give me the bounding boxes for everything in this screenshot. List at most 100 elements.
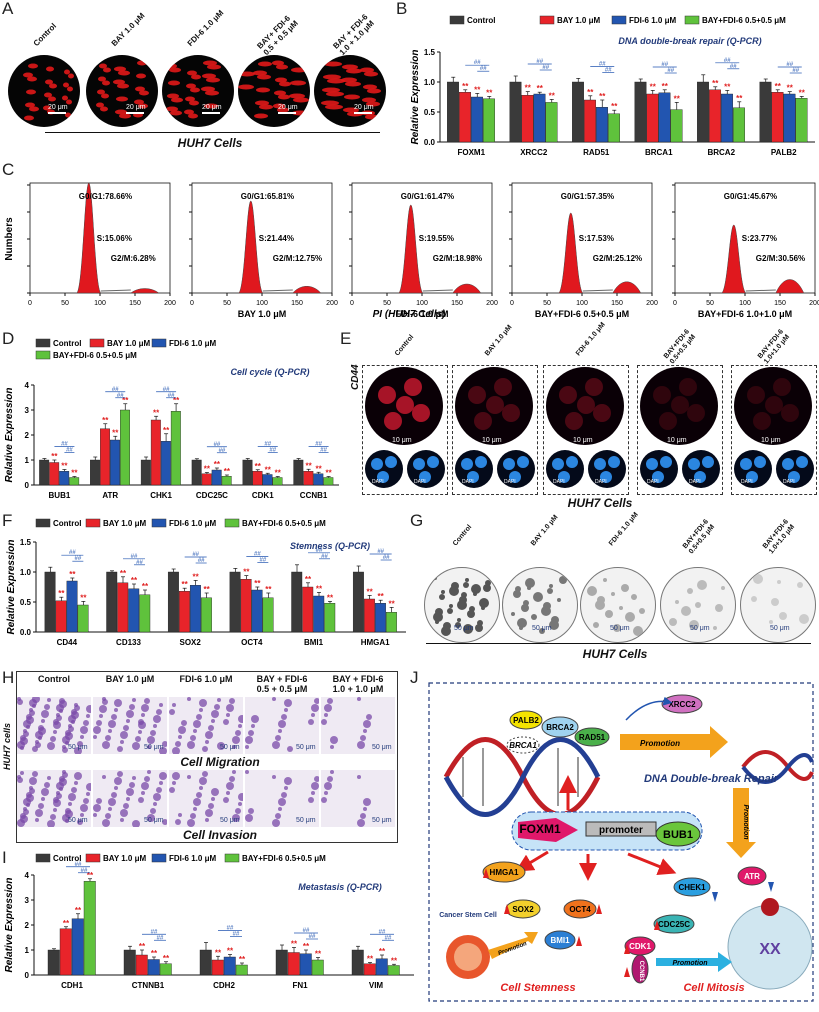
if-frame (452, 365, 538, 495)
cell (363, 720, 371, 728)
y-tick-label: 0.0 (424, 138, 436, 147)
cell (29, 788, 35, 794)
nucleus (367, 88, 381, 94)
colony (713, 626, 717, 630)
scale-bar-label: 50 μm (220, 744, 240, 751)
nucleus (461, 458, 473, 470)
colony (779, 612, 787, 620)
bracket-mark: ## (667, 68, 674, 74)
colony (715, 604, 723, 612)
legend-swatch (35, 853, 51, 863)
scale-bar-label: 50 μm (68, 744, 88, 751)
cell (114, 777, 122, 785)
legend-label: Control (53, 339, 81, 348)
nucleus (362, 97, 376, 103)
cell (141, 713, 145, 717)
scale-bar (48, 112, 66, 114)
cell (65, 819, 69, 823)
bar (324, 602, 336, 633)
significance-star: ** (587, 88, 594, 97)
invasion-image (17, 770, 94, 828)
cell (486, 396, 504, 414)
bar (795, 97, 808, 143)
colony (483, 584, 491, 592)
cell (281, 714, 287, 720)
g0g1-label: G0/G1:45.67% (724, 192, 777, 201)
cell (102, 819, 110, 827)
cell (159, 703, 163, 707)
nucleus (139, 90, 149, 96)
g0g1-label: G0/G1:61.47% (401, 192, 454, 201)
cell (235, 808, 241, 814)
x-tick-label: CHK1 (150, 491, 172, 500)
nucleus (171, 97, 183, 103)
cell (308, 797, 314, 803)
bar (262, 474, 273, 486)
bracket-mark: ## (163, 387, 170, 393)
cell (132, 742, 140, 750)
bar (191, 459, 202, 486)
bracket-mark: ## (792, 68, 799, 74)
cell (156, 787, 162, 793)
chart-title: DNA double-break repair (Q-PCR) (618, 36, 761, 46)
bracket-mark: ## (320, 448, 327, 454)
bar (299, 953, 312, 976)
bar (771, 91, 784, 143)
significance-star: ** (51, 452, 58, 461)
nucleus (322, 87, 340, 93)
significance-star: ** (462, 82, 469, 91)
significance-star: ** (275, 469, 282, 478)
colony-dish (660, 567, 736, 643)
significance-star: ** (71, 469, 78, 478)
cell (284, 786, 288, 790)
bracket-mark: ## (379, 929, 386, 935)
nucleus (256, 87, 270, 93)
promotion-arrow-csc (488, 932, 538, 959)
cell (327, 776, 333, 782)
node-palb2 (509, 710, 543, 730)
significance-star: ** (712, 79, 719, 88)
colony (605, 610, 613, 618)
cell (126, 719, 130, 723)
colony-label: FDI-6 1.0 μM (607, 511, 640, 548)
dish-label: BAY+ FDI-6 0.5 + 0.5 μM (255, 13, 300, 57)
cell (223, 719, 229, 725)
nucleus (345, 81, 361, 87)
cell (17, 699, 23, 705)
cell (585, 378, 603, 396)
cell (159, 747, 167, 755)
cell (53, 808, 57, 812)
colony (547, 588, 553, 594)
node-atr-label: ATR (744, 872, 760, 881)
x-tick-label: ATR (102, 491, 118, 500)
bar (291, 571, 303, 633)
colony (721, 586, 725, 590)
bracket-mark: ## (233, 932, 240, 938)
significance-star: ** (367, 955, 374, 964)
colony (603, 578, 607, 582)
legend-swatch (35, 338, 51, 348)
cell (205, 740, 209, 744)
scale-bar-label: 10 μm (392, 437, 412, 444)
bar (229, 571, 241, 633)
legend-label: BAY+FDI-6 0.5+0.5 μM (53, 351, 137, 360)
cell (74, 772, 82, 780)
cell (205, 809, 213, 817)
cell (187, 697, 191, 701)
cell (311, 791, 315, 795)
significance-star: ** (61, 462, 68, 471)
x-tick-label: 0 (673, 300, 677, 307)
node-bub1 (655, 821, 701, 847)
colony (467, 610, 475, 618)
cell (123, 803, 129, 809)
node-brca2-label: BRCA2 (546, 723, 574, 732)
bracket-mark: ## (599, 61, 606, 67)
nucleus (136, 73, 146, 79)
cell (117, 771, 123, 777)
colony (439, 594, 445, 600)
dapi-image (497, 450, 535, 488)
bracket-mark: ## (724, 58, 731, 64)
bracket-mark: ## (66, 448, 73, 454)
significance-star: ** (120, 569, 127, 578)
